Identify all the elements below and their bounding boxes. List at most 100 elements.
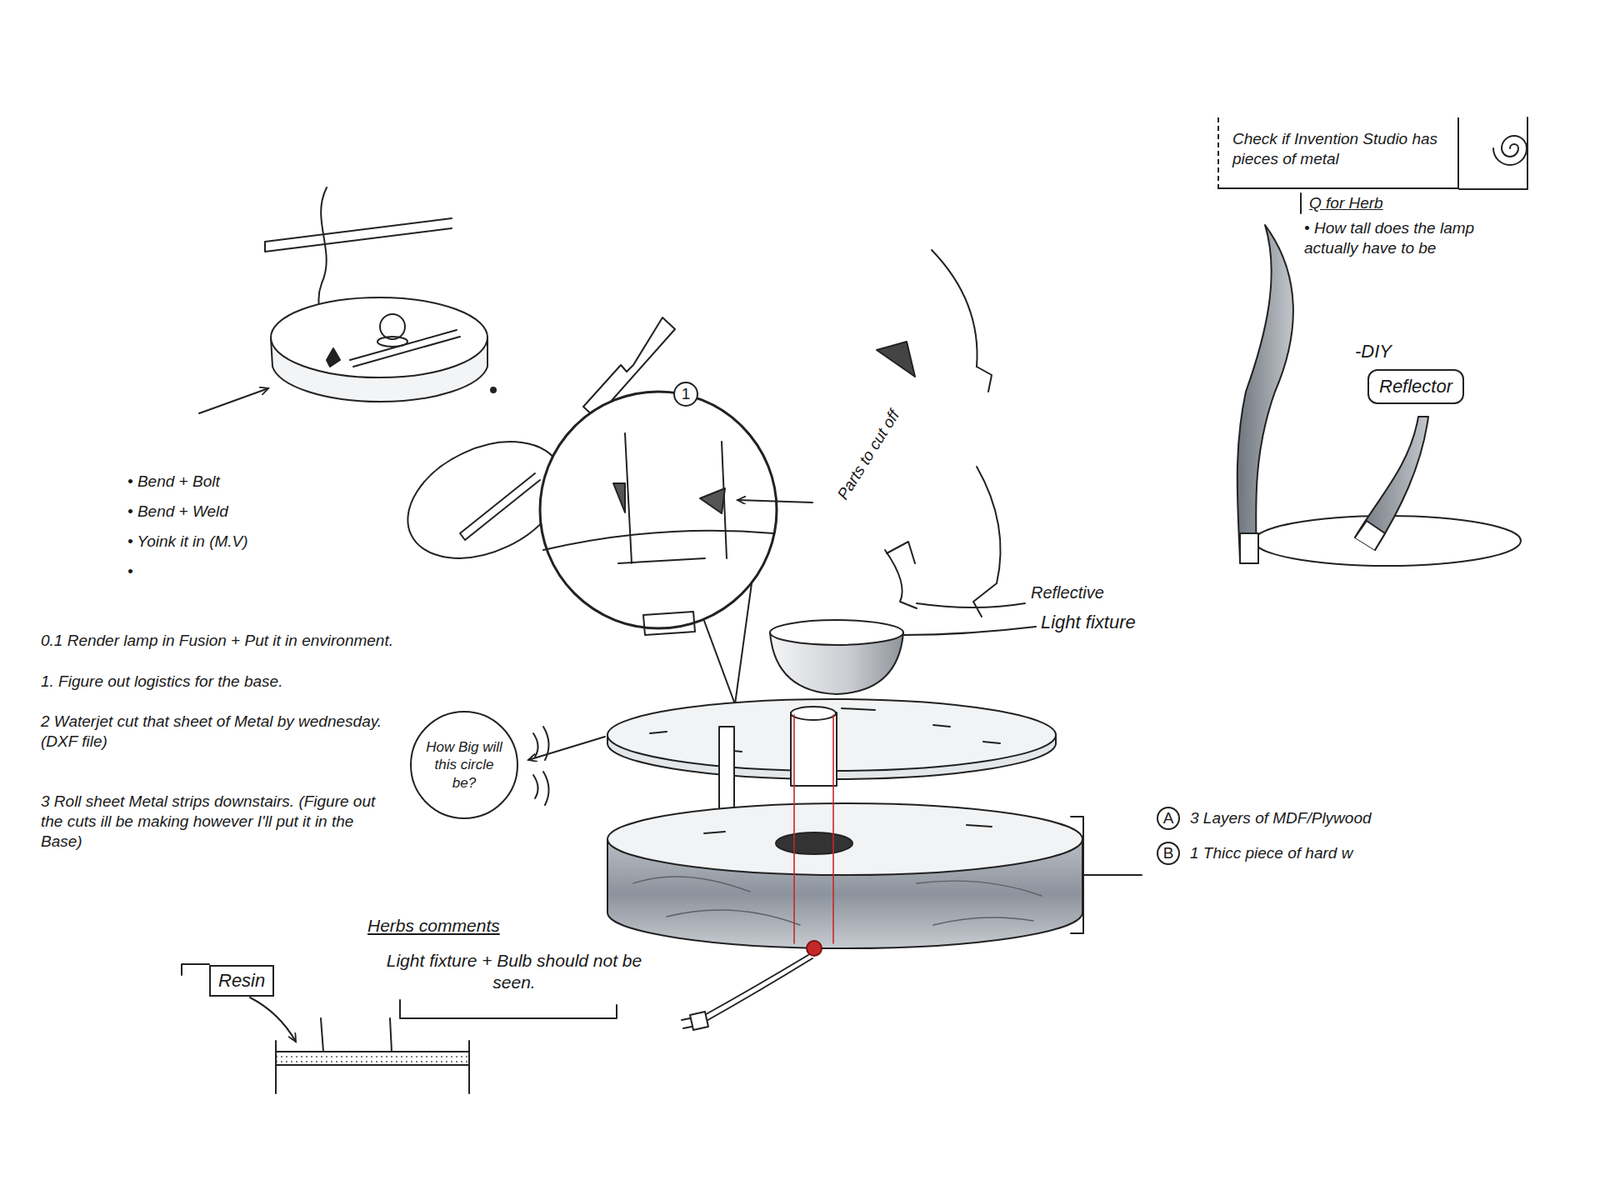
curved-lamp-sketch: [1237, 225, 1294, 560]
sketch-stroke: [181, 117, 1528, 1094]
lamp-base: [704, 825, 992, 834]
resin-detail: [275, 1051, 470, 1065]
list-item: • Yoink it in (M.V): [127, 531, 249, 552]
comment-heading: Herbs comments: [367, 915, 500, 937]
callout-letter: B: [1156, 841, 1180, 865]
leader-lines: [737, 500, 813, 503]
curved-lamp-sketch: [1355, 416, 1429, 550]
light-socket: [794, 715, 834, 944]
node-text: Reflector: [1379, 375, 1453, 399]
light-socket: [790, 706, 836, 720]
magnifier-detail: [540, 391, 777, 629]
leader-lines: [533, 726, 550, 805]
node-text: Resin: [218, 969, 265, 993]
leader-lines: [916, 603, 1025, 608]
task-item: 3 Roll sheet Metal strips downstairs. (F…: [40, 791, 395, 851]
power-cord: [701, 955, 813, 1022]
light-socket: [790, 706, 837, 956]
option-text: 3 Layers of MDF/Plywood: [1190, 808, 1372, 829]
top-left-lamp-sketch: [350, 330, 460, 367]
circle-outline: [410, 711, 518, 819]
comment-bracket: [400, 1000, 617, 1019]
power-cord: [690, 1011, 709, 1030]
top-left-lamp-sketch: [265, 218, 452, 252]
option-text: 1 Thicc piece of hard w: [1190, 843, 1353, 864]
resin-detail: [320, 1018, 392, 1052]
resin-detail: [275, 1040, 470, 1094]
top-left-lamp-sketch: [380, 314, 405, 340]
power-cord: [681, 1018, 692, 1029]
note-heading: Q for Herb: [1309, 193, 1384, 214]
callout-number: 1: [673, 381, 699, 407]
task-item: 0.1 Render lamp in Fusion + Put it in en…: [40, 630, 394, 651]
node-text: Check if Invention Studio has pieces of …: [1232, 129, 1446, 170]
note-frame-extension: [1493, 135, 1527, 165]
comment-text: Light fixture + Bulb should not be seen.: [372, 950, 656, 995]
base-bracket: [1070, 816, 1142, 934]
top-left-lamp-sketch: [199, 388, 269, 414]
resin-detail: [181, 964, 470, 1094]
curved-strip-pieces: [931, 250, 978, 367]
question-circle: How Big will this circle be?: [409, 710, 520, 820]
node-text: How Big will this circle be?: [424, 738, 505, 792]
note-frame-extension: [1300, 193, 1302, 214]
power-cord: [681, 955, 813, 1030]
list-item: •: [127, 561, 134, 582]
top-left-lamp-sketch: [270, 297, 488, 378]
magnifier-detail: [540, 391, 777, 705]
reflective-bowl: [770, 620, 904, 645]
label-box: Resin: [209, 965, 275, 997]
annotation: Parts to cut off: [832, 406, 904, 504]
lamp-base: [775, 832, 853, 855]
node-text-wrap: How Big will this circle be?: [424, 738, 505, 792]
callout-letter: A: [1156, 806, 1180, 830]
top-left-lamp-sketch: [326, 348, 340, 367]
magnifier-detail: [704, 583, 752, 705]
light-socket: [806, 940, 822, 956]
part-name: Reflective: [1030, 582, 1105, 604]
reflective-bowl: [770, 620, 904, 695]
slotted-disc-piece: [460, 473, 540, 540]
curved-strip-pieces: [886, 541, 915, 564]
curved-strip-pieces: [885, 550, 917, 609]
note-frame-extension: [1459, 117, 1528, 190]
leader-lines: [528, 736, 605, 760]
resin-detail: [250, 997, 296, 1042]
top-left-lamp-sketch: [490, 387, 496, 393]
light-socket: [790, 712, 837, 786]
magnifier-detail: [613, 483, 625, 513]
lamp-base: [607, 803, 1083, 875]
curved-lamp-sketch: [1355, 520, 1385, 550]
part-name: Light fixture: [1040, 610, 1136, 635]
support-post: [719, 726, 735, 817]
magnifier-detail: [643, 611, 695, 635]
lamp-base: [633, 876, 1042, 925]
magnifier-detail: [700, 488, 725, 514]
curved-strip-pieces: [876, 341, 915, 377]
note-box: Check if Invention Studio has pieces of …: [1217, 117, 1460, 190]
curved-lamp-sketch: [1240, 533, 1259, 564]
resin-detail: [181, 964, 210, 975]
annotation: -DIY: [1355, 340, 1392, 364]
curved-strip-pieces: [876, 250, 1001, 617]
leader-lines: [528, 500, 1036, 805]
task-item: 1. Figure out logistics for the base.: [40, 671, 283, 692]
curved-strip-pieces: [976, 366, 992, 392]
magnifier-detail: [543, 530, 774, 550]
leader-lines: [903, 626, 1036, 635]
base-bracket: [1070, 816, 1142, 934]
top-left-lamp-sketch: [377, 336, 408, 347]
support-post: [719, 726, 735, 817]
lamp-base: [607, 803, 1083, 949]
magnifier-detail: [618, 433, 727, 564]
top-left-lamp-sketch: [199, 187, 496, 414]
curved-lamp-sketch: [1237, 225, 1521, 566]
list-item: • Bend + Weld: [127, 501, 229, 522]
task-item: 2 Waterjet cut that sheet of Metal by we…: [40, 711, 391, 752]
comment-bracket: [400, 1000, 617, 1019]
list-item: • Bend + Bolt: [127, 471, 220, 492]
curved-strip-pieces: [973, 466, 1001, 617]
